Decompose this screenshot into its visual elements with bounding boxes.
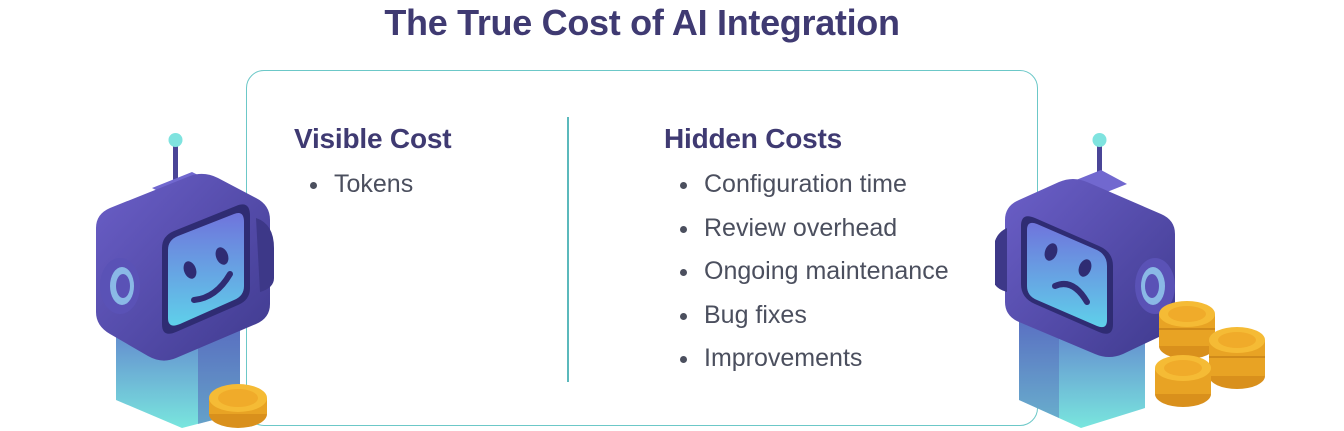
coin-icon	[1155, 301, 1265, 407]
sad-robot-icon	[995, 133, 1265, 428]
coin-icon	[209, 384, 267, 428]
list-item: Tokens	[309, 163, 451, 207]
visible-cost-list: Tokens	[294, 163, 451, 207]
list-item: Improvements	[680, 337, 949, 381]
visible-cost-column: Visible Cost Tokens	[294, 123, 452, 207]
list-item: Review overhead	[680, 207, 949, 251]
page-title: The True Cost of AI Integration	[384, 2, 900, 43]
hidden-costs-heading: Hidden Costs	[664, 123, 843, 154]
happy-robot-icon	[96, 133, 274, 428]
cost-card	[246, 70, 1038, 426]
hidden-costs-column: Hidden Costs Configuration time Review o…	[664, 123, 949, 381]
hidden-costs-list: Configuration time Review overhead Ongoi…	[664, 163, 949, 381]
visible-cost-heading: Visible Cost	[294, 123, 452, 154]
list-item: Ongoing maintenance	[680, 250, 949, 294]
list-item: Bug fixes	[680, 294, 949, 338]
list-item: Configuration time	[680, 163, 949, 207]
column-divider	[567, 117, 569, 382]
